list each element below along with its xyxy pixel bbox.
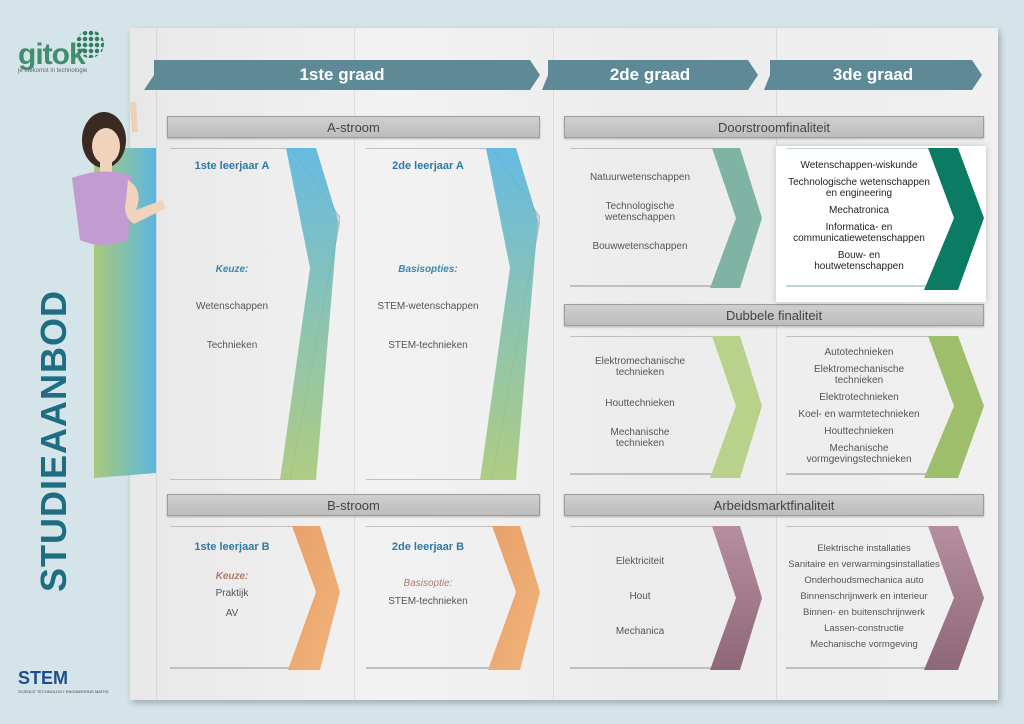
m2-column: Elektriciteit Hout Mechanica: [574, 556, 706, 637]
column-item: Elektromechanische technieken: [594, 356, 686, 378]
grade-label: 3de graad: [832, 65, 914, 84]
column-item: Elektromechanische technieken: [813, 364, 905, 386]
column-item: Technieken: [206, 340, 258, 351]
b-stream-bar: B-stroom: [167, 494, 540, 516]
column-item: Mechanische technieken: [610, 427, 670, 449]
column-item: Lassen-constructie: [824, 623, 904, 634]
column-item: Mechanische vormgevingstechnieken: [806, 443, 912, 465]
column-item: Informatica- en communicatiewetenschappe…: [793, 222, 925, 244]
a2-column: 2de leerjaar A Basisopties: STEM-wetensc…: [372, 160, 484, 351]
fold-line: [553, 28, 554, 700]
column-item: Natuurwetenschappen: [589, 172, 691, 183]
stem-logo: STEM SCIENCE TECHNOLOGY ENGINEERING MATH…: [18, 668, 109, 694]
column-item: Technologische wetenschappen: [604, 201, 676, 223]
stem-logo-name: STEM: [18, 668, 69, 688]
column-item: Hout: [629, 591, 651, 602]
column-item: Mechatronica: [828, 205, 890, 216]
b2-column: 2de leerjaar B Basisoptie: STEM-techniek…: [372, 541, 484, 607]
column-item: Bouwwetenschappen: [592, 241, 688, 252]
column-item: Binnen- en buitenschrijnwerk: [803, 607, 925, 618]
column-item: Binnenschrijnwerk en interieur: [800, 591, 928, 602]
column-item: Elektrotechnieken: [819, 392, 899, 403]
column-item: AV: [225, 608, 239, 619]
poster-board: [130, 28, 998, 700]
side-title: STUDIEAANBOD: [33, 289, 74, 593]
person-illustration: [72, 102, 166, 245]
column-item: Elektrische installaties: [817, 543, 911, 554]
grade-header-1: 1ste graad: [144, 60, 540, 90]
column-item: Sanitaire en verwarmingsinstallaties: [788, 559, 940, 570]
column-item: Autotechnieken: [824, 347, 894, 358]
fold-line: [156, 28, 157, 700]
a1-column: 1ste leerjaar A Keuze: Wetenschappen Tec…: [176, 160, 288, 351]
column-item: Onderhoudsmechanica auto: [804, 575, 924, 586]
column-item: Mechanische vormgeving: [810, 639, 918, 650]
fold-line: [354, 28, 355, 700]
grade-header-3: 3de graad: [764, 60, 982, 90]
column-label: Basisopties:: [398, 264, 458, 275]
column-item: Wetenschappen-wiskunde: [800, 160, 918, 171]
grade-label: 1ste graad: [299, 65, 385, 84]
column-label: Basisoptie:: [403, 578, 453, 589]
logo-name: gitok: [18, 38, 86, 71]
column-title: 1ste leerjaar B: [194, 541, 270, 553]
d3-column: Wetenschappen-wiskunde Technologische we…: [784, 160, 934, 272]
b1-column: 1ste leerjaar B Keuze: Praktijk AV: [176, 541, 288, 619]
column-item: STEM-technieken: [388, 596, 468, 607]
m3-column: Elektrische installaties Sanitaire en ve…: [784, 543, 944, 650]
fold-line: [776, 28, 777, 700]
f2-column: Elektromechanische technieken Houttechni…: [574, 356, 706, 449]
column-item: Mechanica: [615, 626, 665, 637]
f3-column: Autotechnieken Elektromechanische techni…: [784, 347, 934, 465]
grade-header-2: 2de graad: [542, 60, 758, 90]
column-item: Praktijk: [215, 588, 249, 599]
column-item: Houttechnieken: [824, 426, 894, 437]
arbeid-bar: Arbeidsmarktfinaliteit: [564, 494, 984, 516]
logo-dots-icon: [76, 30, 104, 58]
column-item: Bouw- en houtwetenschappen: [814, 250, 904, 272]
logo-tagline: je toekomst in technologie: [18, 68, 88, 74]
d2-column: Natuurwetenschappen Technologische weten…: [574, 172, 706, 252]
column-title: 2de leerjaar B: [391, 541, 465, 553]
column-title: 2de leerjaar A: [392, 160, 464, 172]
column-title: 1ste leerjaar A: [194, 160, 270, 172]
column-item: Wetenschappen: [195, 301, 269, 312]
column-item: Technologische wetenschappen en engineer…: [788, 177, 930, 199]
grade-label: 2de graad: [609, 65, 691, 84]
column-label: Keuze:: [215, 264, 249, 275]
column-item: Houttechnieken: [605, 398, 675, 409]
stem-logo-subtitle: SCIENCE TECHNOLOGY ENGINEERING MATHS: [18, 689, 109, 694]
column-label: Keuze:: [215, 571, 249, 582]
doorstroom-bar: Doorstroomfinaliteit: [564, 116, 984, 138]
dubbel-bar: Dubbele finaliteit: [564, 304, 984, 326]
column-item: Koel- en warmtetechnieken: [798, 409, 920, 420]
column-item: STEM-wetenschappen: [377, 301, 479, 312]
a-stream-bar: A-stroom: [167, 116, 540, 138]
gitok-logo: gitok je toekomst in technologie: [18, 38, 87, 74]
column-item: Elektriciteit: [615, 556, 665, 567]
column-item: STEM-technieken: [388, 340, 468, 351]
